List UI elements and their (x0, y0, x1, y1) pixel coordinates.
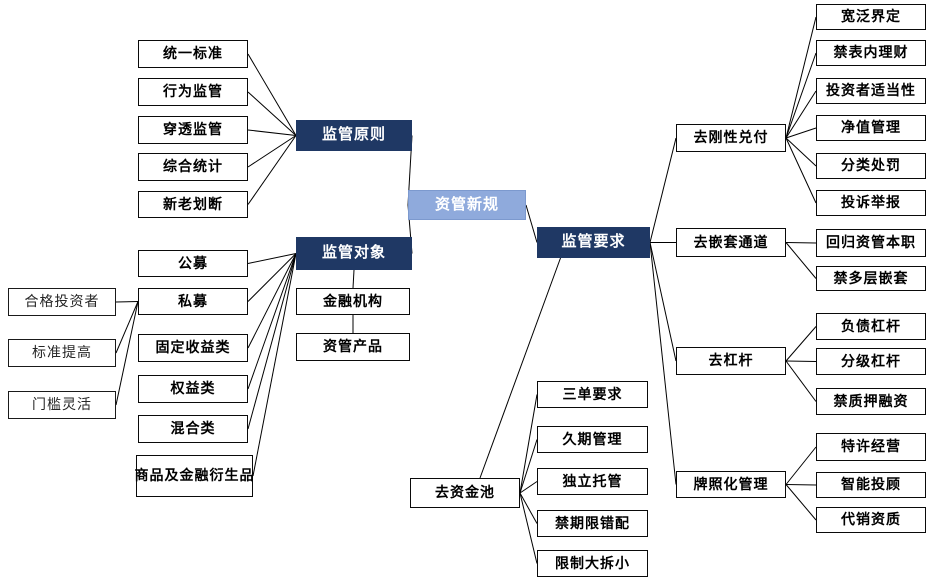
node-xwjg: 行为监管 (138, 78, 248, 106)
edge-jgdx-hhl (247, 253, 297, 430)
edge-qgxdf-flcf (785, 137, 817, 167)
edge-jgdx-sm (247, 253, 297, 302)
edge-sm-mklh (115, 301, 139, 406)
edge-qzjc-xzdcx (519, 492, 538, 564)
node-jzgl: 净值管理 (816, 115, 926, 141)
node-jqgl: 久期管理 (537, 426, 648, 453)
edge-pzhgl-dxzz (785, 484, 817, 521)
node-jqxcp: 禁期限错配 (537, 510, 648, 537)
node-tybz: 统一标准 (138, 40, 248, 68)
node-txjy: 特许经营 (816, 433, 926, 461)
edge-jgyq-qgxdf (649, 137, 677, 243)
edge-qgg-fzgg (785, 326, 817, 362)
node-qqttd: 去嵌套通道 (676, 228, 786, 257)
node-gdsyl: 固定收益类 (138, 334, 248, 362)
node-jgyz: 监管原则 (296, 120, 412, 151)
edge-qzjc-sdyq (519, 394, 538, 494)
node-sm: 私募 (138, 288, 248, 315)
edge-jgyz-tybz (247, 53, 297, 136)
node-tzzsdx: 投资者适当性 (816, 78, 926, 104)
edge-sm-bztg (115, 301, 139, 354)
node-hgtzz: 合格投资者 (8, 288, 116, 316)
node-dxzz: 代销资质 (816, 507, 926, 533)
node-jdcqt: 禁多层嵌套 (816, 266, 926, 291)
node-xlhd: 新老划断 (138, 191, 248, 218)
node-jbnlc: 禁表内理财 (816, 40, 926, 66)
node-flcf: 分类处罚 (816, 153, 926, 179)
node-jgdx: 监管对象 (296, 237, 412, 270)
node-spjr: 商品及金融衍生品 (135, 455, 254, 497)
edge-qgxdf-tsjb (785, 137, 817, 204)
node-bztg: 标准提高 (8, 339, 116, 367)
node-zhtj: 综合统计 (138, 153, 248, 181)
edge-qgxdf-jzgl (785, 127, 817, 139)
edge-qqttd-jdcqt (785, 242, 817, 279)
node-tsjb: 投诉举报 (816, 190, 926, 216)
edge-jgyq-qgg (649, 242, 677, 362)
node-zgcp: 资管产品 (296, 333, 410, 361)
edge-qzjc-jqxcp (519, 492, 538, 524)
node-qzjc: 去资金池 (410, 478, 520, 508)
edge-jgyz-xwjg (247, 91, 297, 136)
node-qgxdf: 去刚性兑付 (676, 124, 786, 152)
edge-jgyq-pzhgl (649, 242, 677, 485)
edge-jgyz-xlhd (247, 135, 297, 205)
edge-jgyz-ctjg (247, 129, 297, 136)
node-gm: 公募 (138, 250, 248, 277)
edge-qgg-fjgg (785, 360, 817, 362)
node-dltg: 独立托管 (537, 468, 648, 495)
node-sdyq: 三单要求 (537, 381, 648, 408)
edge-sm-hgtzz (115, 301, 139, 303)
node-fjgg: 分级杠杆 (816, 348, 926, 375)
node-zntg: 智能投顾 (816, 472, 926, 498)
edge-qgxdf-kfjd (785, 16, 817, 139)
node-qgg: 去杠杆 (676, 347, 786, 375)
node-jzyrz: 禁质押融资 (816, 388, 926, 415)
node-mklh: 门槛灵活 (8, 391, 116, 419)
node-xzdcx: 限制大拆小 (537, 550, 648, 577)
edge-qgg-jzyrz (785, 360, 817, 402)
edge-jgdx-qyl (247, 253, 297, 390)
edge-qgxdf-jbnlc (785, 52, 817, 139)
node-jrjg: 金融机构 (296, 288, 410, 315)
node-jgyq: 监管要求 (537, 227, 650, 258)
node-fzgg: 负债杠杆 (816, 313, 926, 340)
edge-jgdx-spjr (252, 253, 297, 477)
edge-pzhgl-txjy (785, 446, 817, 485)
edge-qzjc-jqgl (519, 439, 538, 494)
edge-jgdx-gm (247, 253, 297, 264)
edge-jgdx-gdsyl (247, 253, 297, 349)
node-hhl: 混合类 (138, 415, 248, 443)
edge-qqttd-hgzgbz (785, 242, 817, 244)
node-hgzgbz: 回归资管本职 (816, 229, 926, 257)
edge-qgxdf-tzzsdx (785, 90, 817, 139)
node-qyl: 权益类 (138, 375, 248, 403)
node-ctjg: 穿透监管 (138, 116, 248, 144)
node-kfjd: 宽泛界定 (816, 4, 926, 30)
edge-jgyz-zhtj (247, 135, 297, 168)
edge-qzjc-dltg (519, 481, 538, 494)
edge-jgyq-zgxg (525, 204, 538, 243)
node-zgxg: 资管新规 (408, 190, 526, 220)
edge-jgdx-jrjg (352, 269, 355, 289)
edge-pzhgl-zntg (785, 484, 817, 486)
node-pzhgl: 牌照化管理 (676, 471, 786, 498)
